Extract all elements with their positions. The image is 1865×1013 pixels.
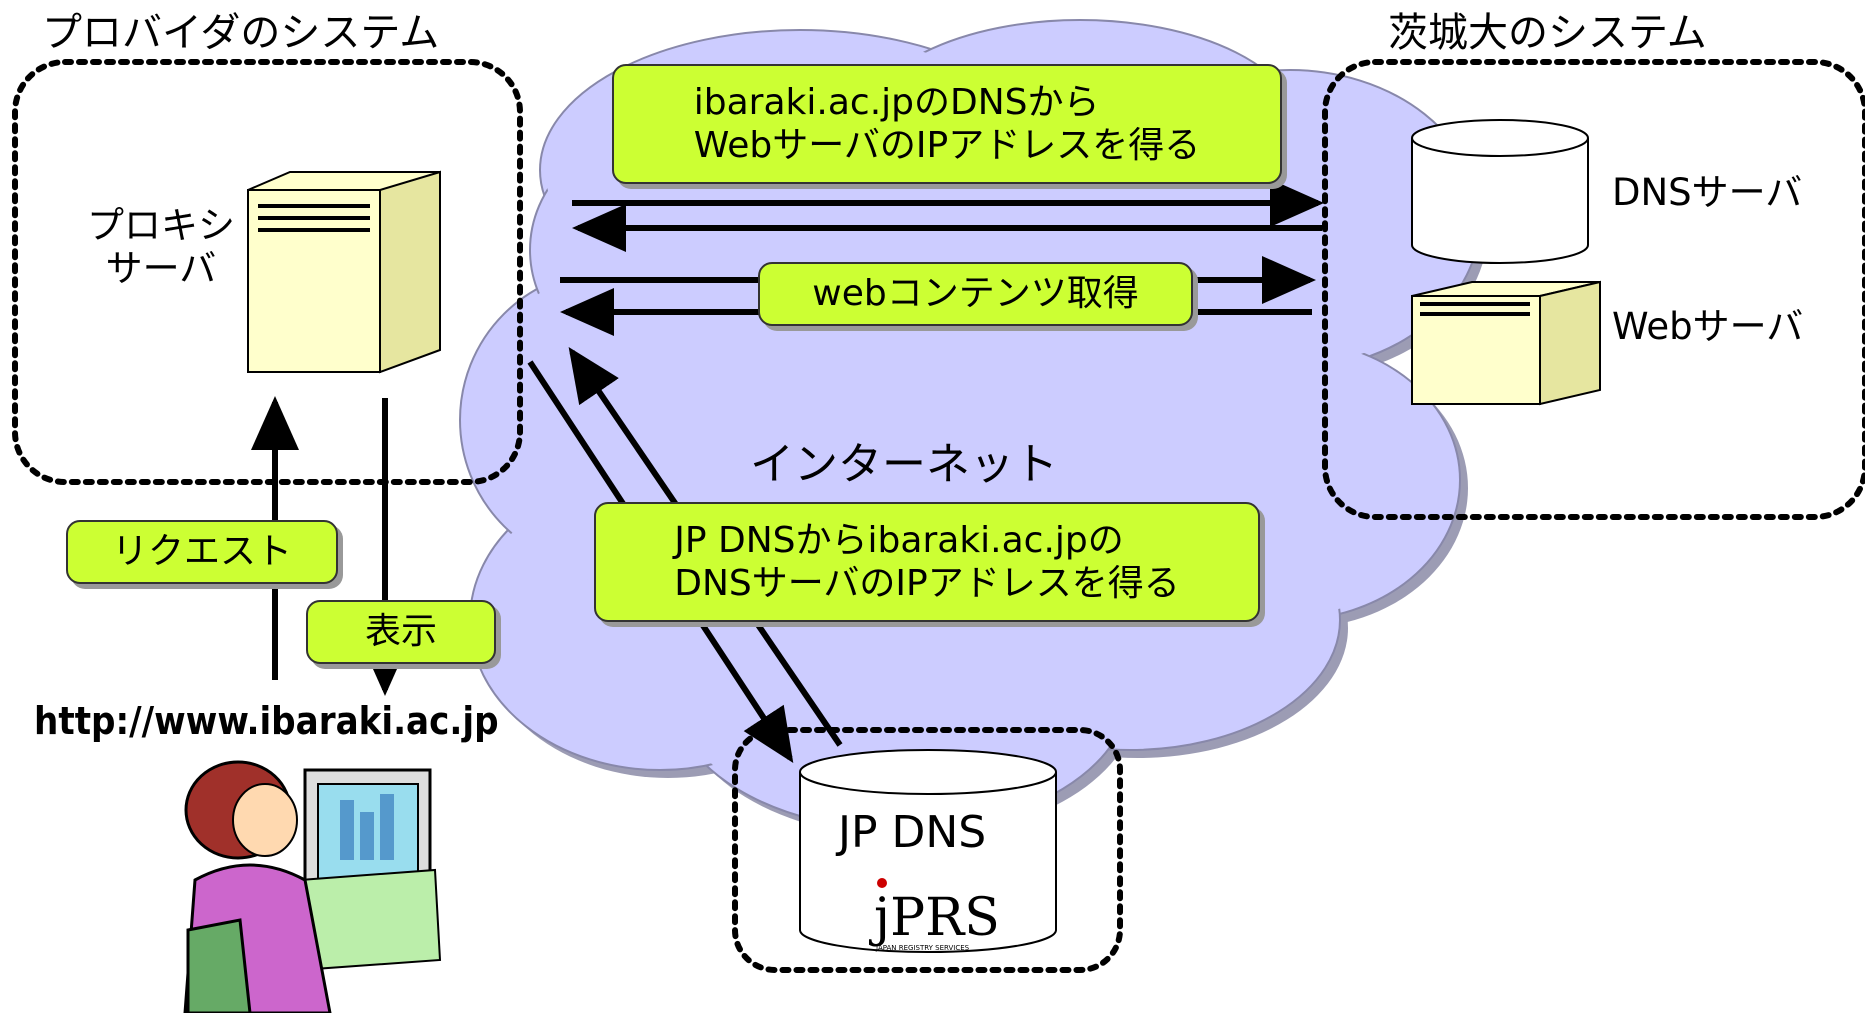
provider-system-title: プロバイダのシステム [42,10,440,56]
jpdns-label: JP DNS [838,807,987,858]
message-display: 表示 [306,600,496,664]
jprs-logo-mark: jPRS [869,888,1000,948]
jpdns-server-icon [799,749,1057,953]
proxy-label-line2: サーバ [105,246,217,290]
message-get-dns-ip-line1: JP DNSからibaraki.ac.jpの [674,519,1124,561]
dns-server-label: DNSサーバ [1612,171,1803,214]
message-get-dns-ip: JP DNSからibaraki.ac.jpの DNSサーバのIPアドレスを得る [594,502,1260,622]
provider-system-region [12,59,523,485]
message-request: リクエスト [66,520,338,584]
message-request-text: リクエスト [111,531,292,573]
web-server-label: Webサーバ [1612,305,1804,348]
ibaraki-system-title: 茨城大のシステム [1388,10,1707,56]
jprs-logo-subtext: JAPAN REGISTRY SERVICES [875,944,970,952]
proxy-server-label: プロキシ サーバ [86,204,236,290]
message-get-web-ip: ibaraki.ac.jpのDNSから WebサーバのIPアドレスを得る [612,64,1282,184]
jpdns-region [732,727,1123,973]
message-get-web-ip-line1: ibaraki.ac.jpのDNSから [693,81,1100,123]
user-at-computer-illustration [183,760,442,1013]
proxy-server-icon [247,170,441,374]
message-get-content: webコンテンツ取得 [758,262,1193,326]
dns-server-icon [1411,119,1589,264]
message-get-content-text: webコンテンツ取得 [812,273,1139,315]
internet-label: インターネット [750,439,1058,490]
proxy-label-line1: プロキシ [87,204,235,247]
jprs-logo: jPRS JAPAN REGISTRY SERVICES [869,878,1000,952]
message-get-web-ip-line2: WebサーバのIPアドレスを得る [693,125,1201,166]
web-server-icon [1411,280,1601,406]
message-get-dns-ip-line2: DNSサーバのIPアドレスを得る [674,563,1180,604]
url-text: http://www.ibaraki.ac.jp [34,699,499,743]
message-display-text: 表示 [364,611,437,653]
